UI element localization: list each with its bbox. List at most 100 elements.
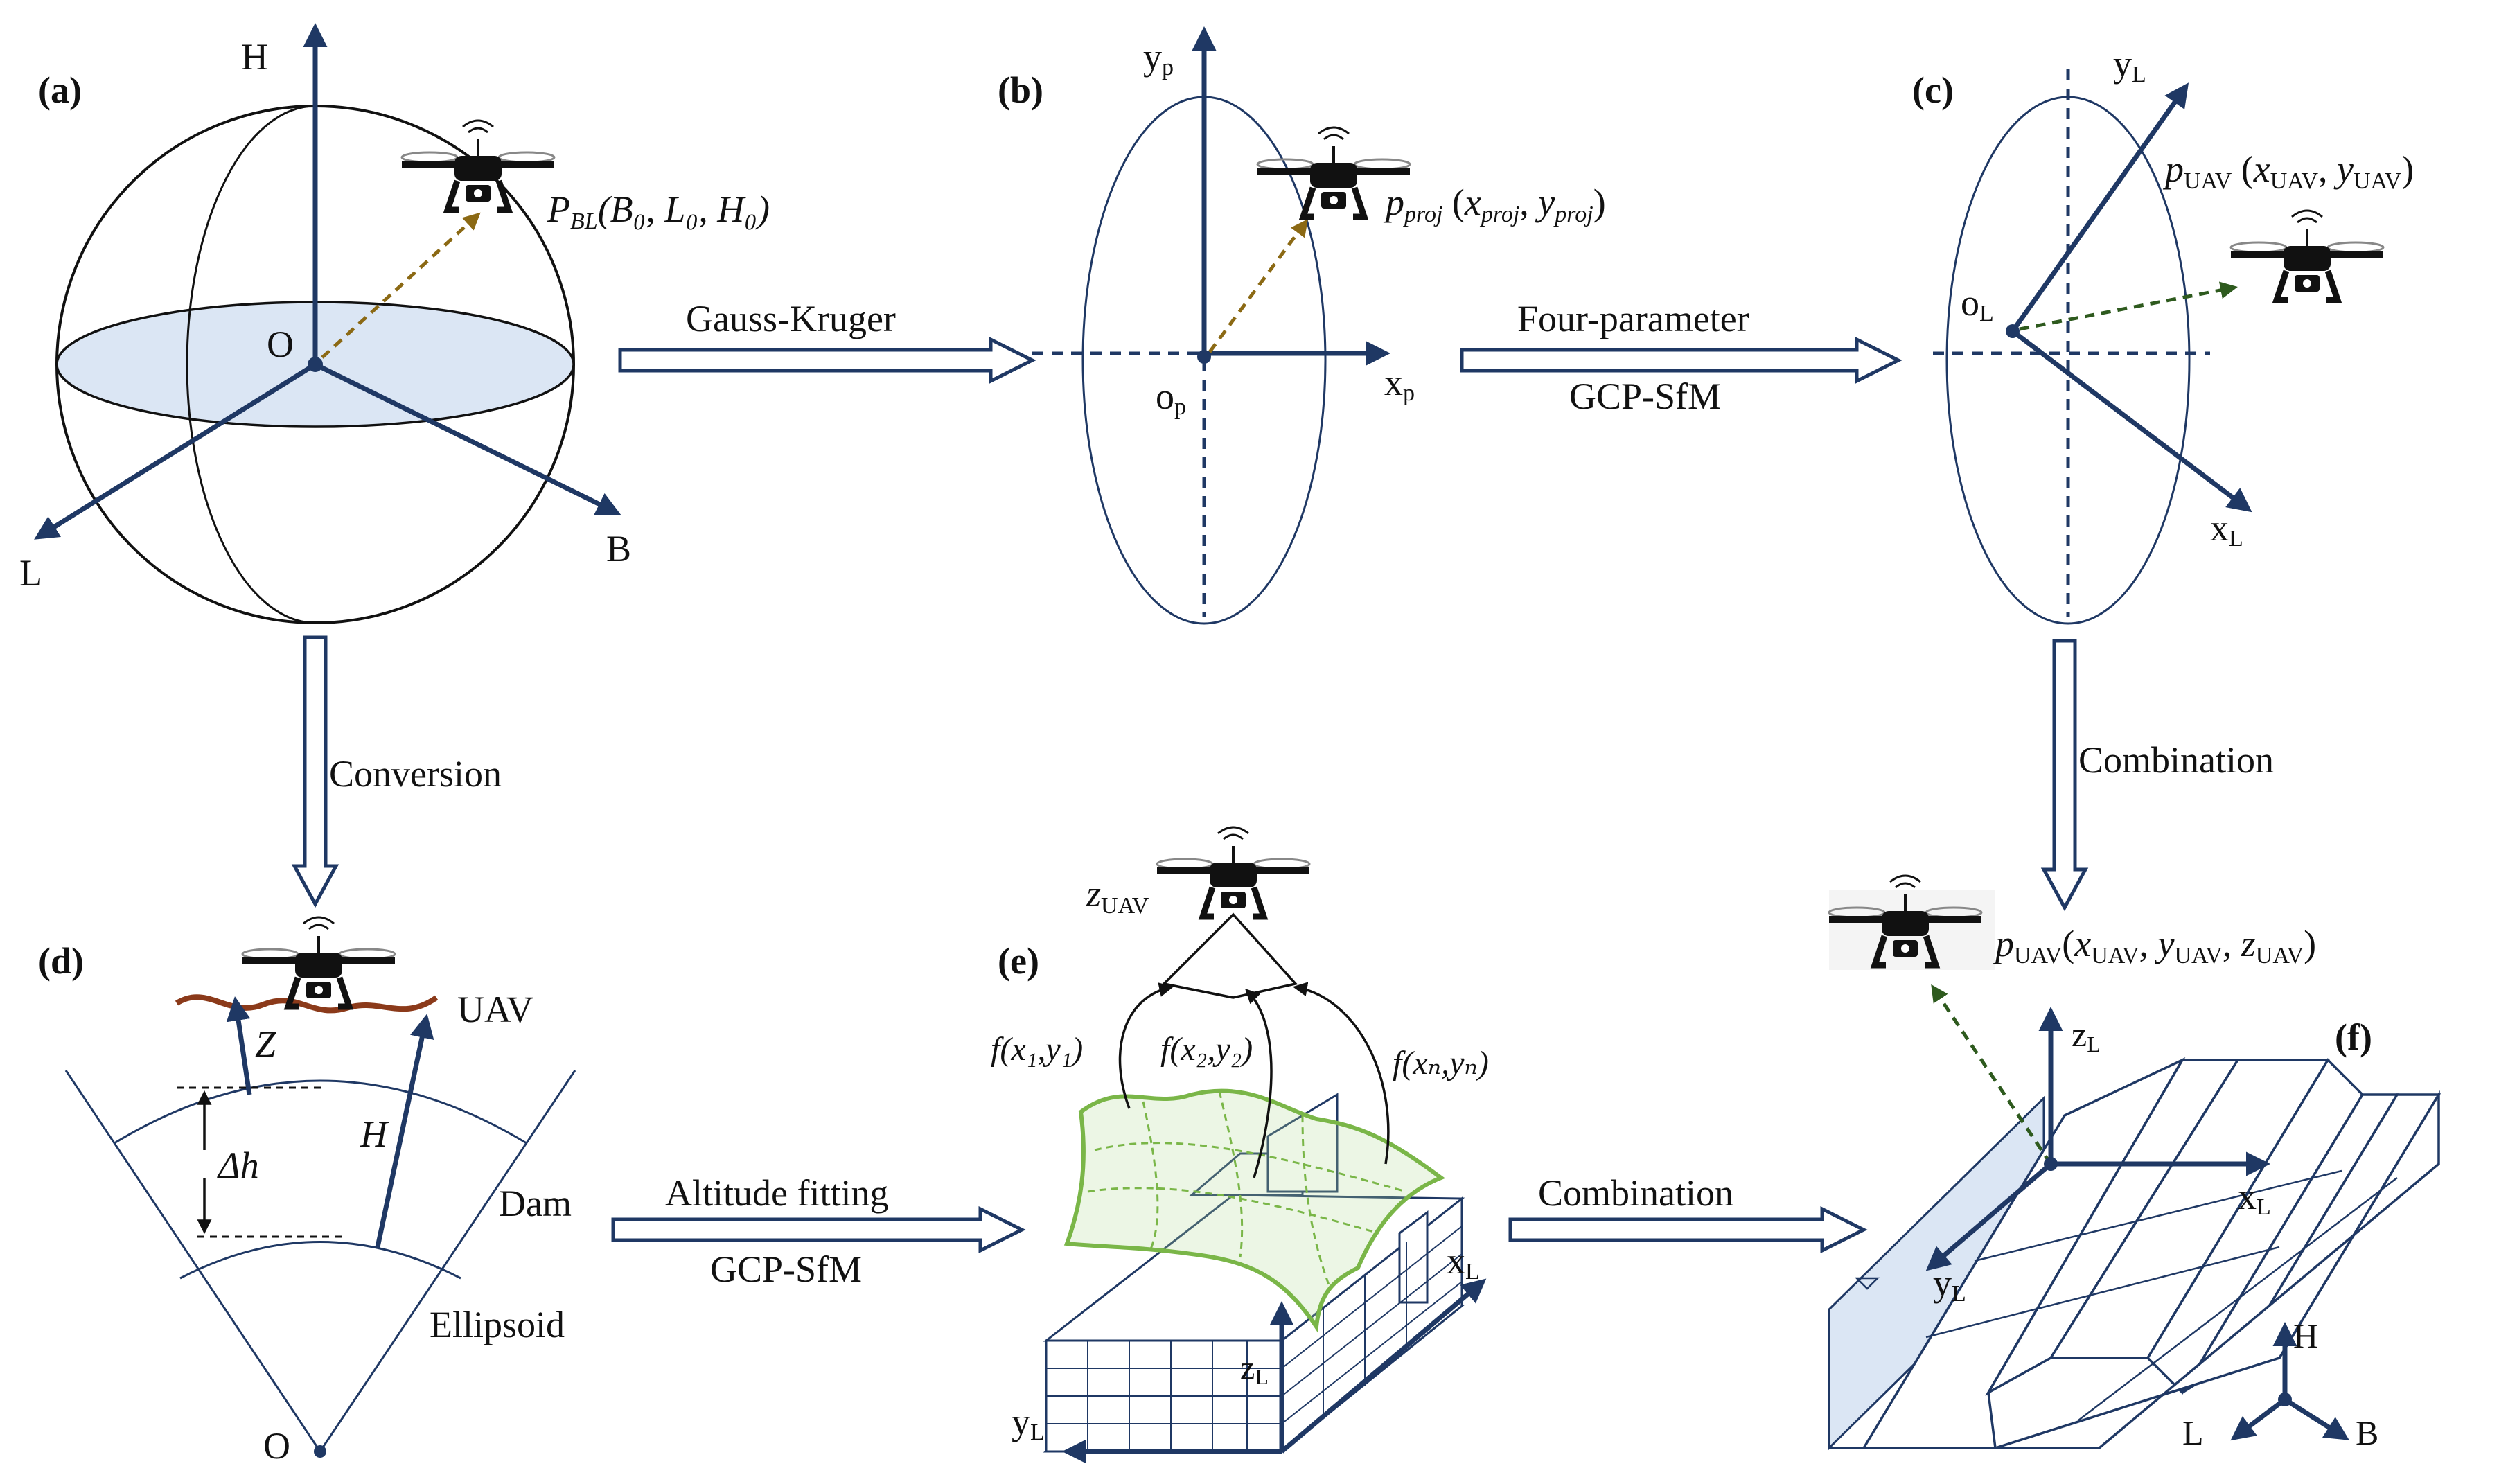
fit-arrow-2	[1245, 989, 1273, 1178]
ellipsoid-arc	[179, 1241, 461, 1280]
axis-b-label: B	[606, 528, 631, 569]
arrow-b-to-c	[1460, 336, 1902, 385]
panel-e: (e) zUAV f(x₁,y₁) f(x₂,y₂) f(xₙ,yₙ) xL y…	[991, 827, 1489, 1464]
point-label: pUAV (xUAV, yUAV)	[2162, 148, 2414, 194]
dh-label: Δh	[217, 1145, 259, 1186]
point-label: pproj (xproj, yproj)	[1383, 182, 1606, 227]
position-vector	[321, 212, 481, 359]
axis-yl-label: yL	[1012, 1401, 1045, 1445]
axis-xl-label: xL	[1447, 1240, 1480, 1284]
origin-point	[1197, 350, 1211, 364]
axis-yl	[2011, 82, 2189, 333]
small-h-label: H	[2293, 1316, 2318, 1355]
panel-label: (b)	[998, 69, 1043, 111]
axis-xl-label: xL	[2238, 1176, 2271, 1220]
axis-l	[34, 362, 317, 540]
uav-curve	[175, 994, 439, 1014]
sector-right-edge	[319, 1070, 576, 1452]
panel-b: (b) yp xp op pproj (xproj, yproj)	[998, 26, 1606, 625]
panel-label: (e)	[998, 940, 1039, 982]
position-vector	[1208, 218, 1308, 353]
f2-label: f(x₂,y₂)	[1160, 1031, 1253, 1068]
panel-d: (d) UAV Z H Δh Dam Ellipsoid O	[38, 917, 576, 1467]
f1-label: f(x₁,y₁)	[991, 1031, 1083, 1068]
small-axis-l	[2230, 1397, 2287, 1441]
transform-arrows: Gauss-Kruger Four-parameter GCP-SfM Conv…	[291, 298, 2274, 1290]
axis-xl-label: xL	[2210, 507, 2243, 551]
fn-label: f(xₙ,yₙ)	[1393, 1045, 1489, 1081]
axis-yp-label: yp	[1143, 36, 1174, 80]
axis-yl-label: yL	[2113, 43, 2146, 87]
origin-point	[308, 357, 323, 372]
origin-label: op	[1156, 376, 1186, 420]
point-label: pUAV(xUAV, yUAV, zUAV)	[1993, 923, 2316, 969]
arrow-a-to-b-label: Gauss-Kruger	[686, 298, 896, 339]
origin-label: O	[263, 1425, 290, 1467]
fit-arrow-1	[1118, 982, 1174, 1109]
point-label: PBL(B₀, L₀, H₀)	[547, 188, 770, 234]
dam-grid	[1925, 1169, 2398, 1421]
fit-arrow-n	[1292, 982, 1390, 1165]
arrow-e-to-f-label: Combination	[1538, 1172, 1733, 1214]
projection-pyramid	[1161, 912, 1298, 999]
position-vector	[1931, 984, 2053, 1165]
origin-point	[2044, 1157, 2058, 1171]
ellipsoid-label: Ellipsoid	[430, 1304, 565, 1345]
arrow-d-to-e	[611, 1205, 1026, 1254]
arrow-b-to-c-top-label: Four-parameter	[1517, 298, 1749, 339]
axis-b	[314, 362, 621, 515]
arrow-a-to-b	[618, 336, 1036, 385]
axis-xl	[1280, 1278, 1487, 1454]
water-level-icon	[1854, 1277, 1880, 1290]
origin-label: O	[267, 324, 294, 365]
origin-point	[314, 1445, 326, 1458]
panel-f: (f) pUAV(xUAV, yUAV, zUAV) zL xL yL H L …	[1829, 876, 2441, 1452]
surface-mesh	[1087, 1090, 1407, 1289]
dam-arc	[114, 1079, 527, 1145]
small-axis-b	[2284, 1397, 2349, 1440]
small-origin	[2278, 1393, 2292, 1406]
z-vector	[226, 996, 252, 1095]
arrow-c-to-f-label: Combination	[2078, 739, 2274, 781]
panel-label: (d)	[38, 940, 84, 982]
drone-icon	[1157, 827, 1309, 917]
sector-left-edge	[64, 1070, 321, 1452]
arrow-d-to-e-bottom-label: GCP-SfM	[710, 1248, 862, 1290]
axis-zl-label: zL	[1240, 1350, 1269, 1389]
axis-xl	[2011, 329, 2252, 513]
meridian-arc	[186, 105, 316, 624]
arrow-d-to-e-top-label: Altitude fitting	[665, 1172, 888, 1214]
panel-label: (f)	[2335, 1016, 2372, 1058]
axis-h-label: H	[241, 36, 268, 78]
axis-zl-label: zL	[2072, 1015, 2101, 1057]
z-label: Z	[255, 1023, 276, 1065]
arrow-c-to-f	[2040, 639, 2089, 912]
h-label: H	[360, 1113, 389, 1155]
z-uav-label: zUAV	[1086, 873, 1149, 919]
arrow-a-to-d-label: Conversion	[329, 753, 502, 795]
panel-a: (a) H L B O PBL(B₀, L₀, H₀)	[19, 23, 770, 624]
small-b-label: B	[2356, 1413, 2378, 1452]
small-l-label: L	[2182, 1413, 2204, 1452]
panel-label: (c)	[1912, 69, 1954, 111]
drone-icon	[2231, 211, 2383, 300]
position-vector	[2019, 281, 2238, 331]
origin-point	[2006, 324, 2020, 338]
h-vector	[375, 1014, 434, 1248]
axis-yl	[1925, 1162, 2053, 1271]
axis-yl-label: yL	[1933, 1262, 1966, 1307]
arrow-e-to-f	[1508, 1205, 1868, 1254]
panel-c: (c) yL xL oL pUAV (xUAV, yUAV)	[1912, 43, 2414, 625]
drone-icon	[242, 917, 395, 1007]
axis-l-label: L	[19, 552, 42, 594]
arrow-a-to-d	[291, 635, 339, 908]
uav-label: UAV	[457, 989, 533, 1030]
arrow-b-to-c-bottom-label: GCP-SfM	[1569, 376, 1721, 417]
origin-label: oL	[1961, 282, 1994, 326]
axis-xp-label: xp	[1384, 362, 1415, 406]
dam-label: Dam	[499, 1183, 572, 1224]
panel-label: (a)	[38, 69, 82, 111]
fitted-surface	[1063, 1088, 1446, 1333]
block-grid-lines	[1046, 1226, 1463, 1451]
